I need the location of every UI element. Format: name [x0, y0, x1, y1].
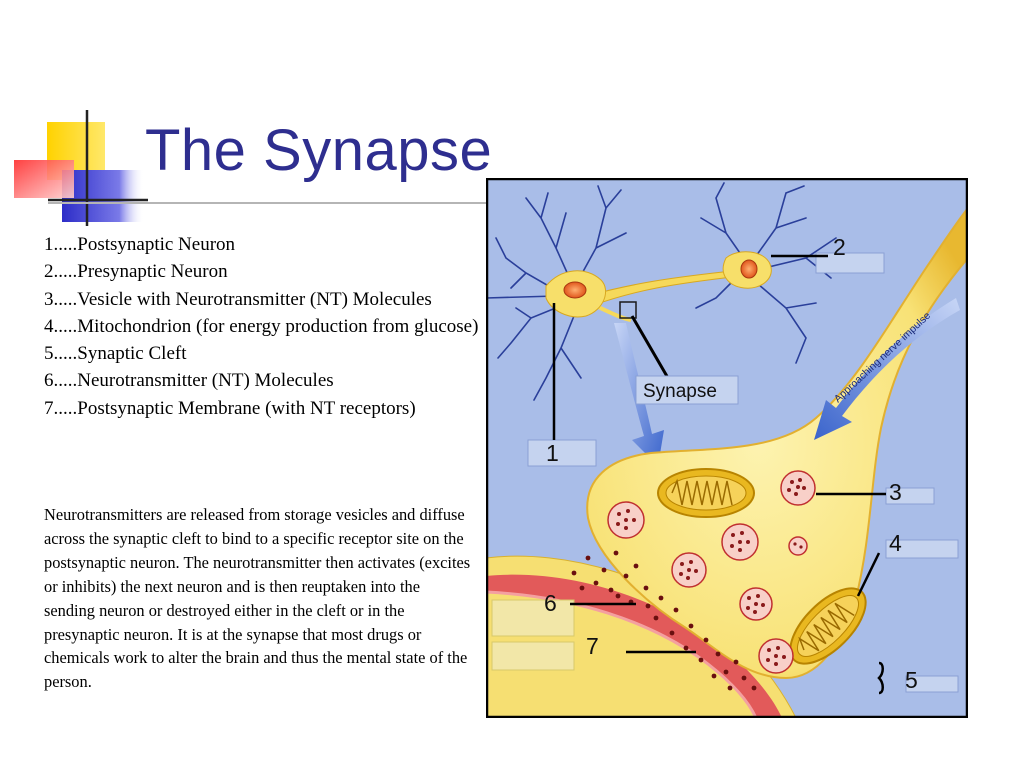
title-underline — [48, 202, 490, 204]
neuron-bodies — [545, 251, 772, 322]
mitochondrion-2 — [789, 587, 867, 665]
callout-4: 4 — [889, 530, 902, 556]
legend-item-6: 6.....Neurotransmitter (NT) Molecules — [44, 370, 334, 392]
slide-title: The Synapse — [145, 118, 493, 183]
diagram-frame — [486, 178, 968, 718]
deco-blue-square — [62, 170, 144, 222]
callout-6: 6 — [544, 590, 557, 616]
label-box-1 — [527, 439, 597, 467]
legend-list: 1.....Postsynaptic Neuron 2.....Presynap… — [44, 231, 484, 422]
callout-7: 7 — [586, 633, 599, 659]
callout-1: 1 — [546, 440, 559, 466]
label-boxes — [491, 252, 959, 693]
description-paragraph: Neurotransmitters are released from stor… — [44, 505, 471, 692]
label-box-3 — [885, 487, 935, 505]
title-decoration — [14, 110, 148, 226]
callout-3: 3 — [889, 479, 902, 505]
legend-item-5: 5.....Synaptic Cleft — [44, 343, 187, 365]
callout-2: 2 — [833, 234, 846, 260]
synapse-pointer-line — [630, 315, 670, 379]
presynaptic-nucleus — [740, 259, 758, 279]
legend-item-7: 7.....Postsynaptic Membrane (with NT rec… — [44, 397, 416, 419]
impulse-arrow — [814, 298, 960, 440]
leader-lines — [552, 254, 886, 695]
synapse-diagram: Approaching nerve impulse Synapse 2 1 3 … — [486, 178, 968, 718]
label-box-4 — [885, 539, 959, 559]
legend-item-2: 2.....Presynaptic Neuron — [44, 261, 228, 283]
postsynaptic-nucleus — [563, 281, 587, 299]
synapse-zoom-box — [619, 301, 637, 319]
label-box-6 — [491, 599, 575, 637]
deco-red-square — [14, 160, 74, 198]
mitochondrion-1 — [657, 468, 755, 518]
label-box-synapse — [635, 375, 739, 405]
label-box-2 — [815, 252, 885, 274]
callout-synapse: Synapse — [643, 381, 717, 402]
legend-item-4: 4.....Mitochondrion (for energy producti… — [44, 315, 479, 337]
vesicle — [788, 536, 808, 556]
legend-item-1: 1.....Postsynaptic Neuron — [44, 234, 236, 255]
label-box-7 — [491, 641, 575, 671]
vesicle-nt-molecules — [616, 478, 806, 666]
cleft-nt-molecules — [571, 550, 757, 691]
callout-5: 5 — [905, 667, 918, 693]
membrane-edge — [486, 590, 758, 718]
legend-item-3: 3.....Vesicle with Neurotransmitter (NT)… — [44, 288, 432, 310]
label-box-5 — [905, 675, 959, 693]
